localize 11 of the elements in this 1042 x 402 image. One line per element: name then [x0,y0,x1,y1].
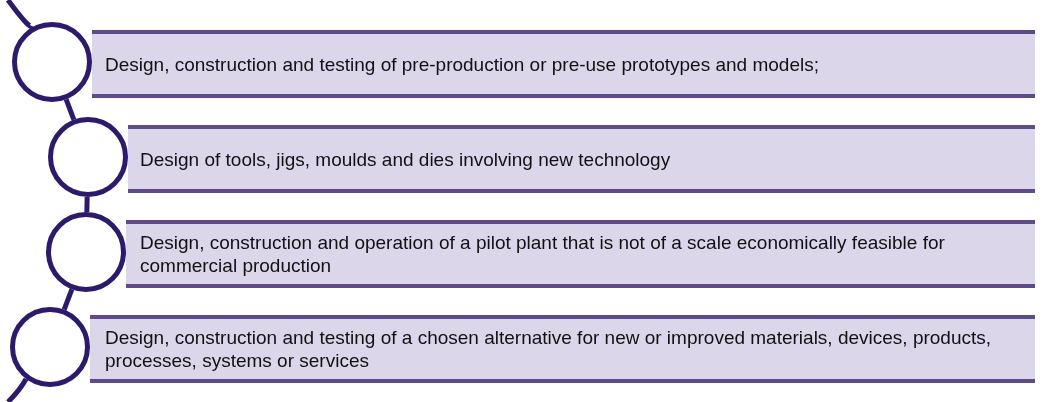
connector-line [61,288,75,311]
connector-line [84,196,90,213]
connector-line [63,98,77,121]
item-text: Design, construction and testing of a chosen alternative for new or improved materials, devices, products, processes, systems or services [105,326,993,372]
item-text: Design of tools, jigs, moulds and dies involving new technology [140,147,671,171]
item-text: Design, construction and testing of pre-production or pre-use prototypes and models; [105,52,819,76]
list-band [92,30,1035,98]
list-band [128,125,1035,193]
list-band [126,220,1035,288]
list-band [90,315,1035,383]
item-text: Design, construction and operation of a pilot plant that is not of a scale economically feasible for commercial production [140,231,946,277]
